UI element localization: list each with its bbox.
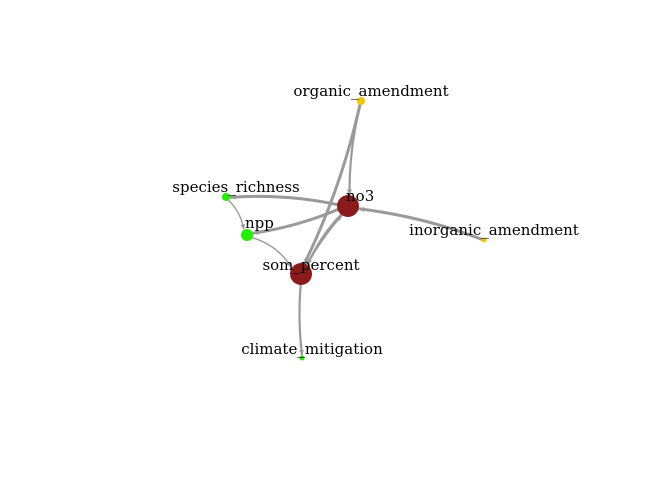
node-layer	[222, 97, 487, 361]
node-species_richness[interactable]	[222, 193, 230, 201]
node-label-no3: no3	[346, 187, 374, 205]
node-no3[interactable]	[337, 195, 359, 217]
node-inorganic_amendment[interactable]	[481, 237, 487, 243]
node-label-npp: npp	[245, 214, 274, 232]
edge-species_richness-to-npp	[226, 198, 246, 230]
node-label-organic_amendment: organic_amendment	[293, 82, 448, 100]
edge-som_percent-to-climate_mitigation	[298, 279, 304, 356]
node-label-som_percent: som_percent	[262, 256, 359, 274]
edge-organic_amendment-to-som_percent	[303, 101, 362, 265]
edge-no3-to-som_percent	[306, 210, 346, 266]
edge-no3-to-npp	[252, 206, 344, 235]
node-label-species_richness: species_richness	[172, 178, 299, 196]
node-som_percent[interactable]	[290, 263, 312, 285]
edge-npp-to-som_percent	[249, 236, 292, 268]
edge-layer	[226, 101, 485, 356]
node-organic_amendment[interactable]	[357, 97, 365, 105]
node-climate_mitigation[interactable]	[299, 355, 305, 361]
node-label-climate_mitigation: climate_mitigation	[241, 340, 383, 358]
node-label-inorganic_amendment: inorganic_amendment	[409, 221, 579, 239]
edge-no3-to-species_richness	[229, 194, 343, 208]
edge-inorganic_amendment-to-no3	[358, 206, 485, 242]
node-npp[interactable]	[241, 229, 253, 241]
edge-organic_amendment-to-no3	[346, 102, 362, 196]
